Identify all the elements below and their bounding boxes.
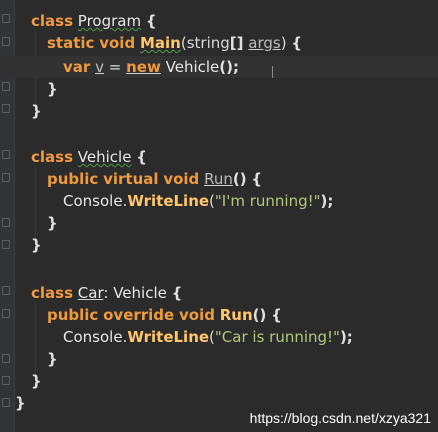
brace: } bbox=[47, 350, 58, 368]
brace: { bbox=[291, 34, 303, 52]
keyword: void bbox=[163, 170, 200, 188]
paren: (); bbox=[219, 58, 239, 76]
type-name: string bbox=[186, 34, 230, 52]
keyword: static bbox=[47, 34, 95, 52]
keyword: class bbox=[31, 12, 74, 30]
type-name: Vehicle bbox=[165, 58, 220, 76]
keyword: virtual bbox=[103, 170, 159, 188]
code-line[interactable]: } bbox=[0, 392, 438, 414]
fold-marker[interactable] bbox=[2, 354, 10, 363]
fold-marker[interactable] bbox=[2, 376, 10, 385]
watermark: https://blog.csdn.net/xzya321 bbox=[249, 410, 431, 426]
bracket: [] bbox=[229, 34, 244, 52]
indent-guide bbox=[35, 168, 36, 250]
paren: ) bbox=[280, 34, 287, 52]
code-line[interactable]: Console.WriteLine("I'm running!"); bbox=[0, 190, 438, 212]
fold-marker[interactable] bbox=[2, 150, 10, 159]
parameter-name: args bbox=[248, 34, 281, 52]
code-line[interactable]: class Car: Vehicle { bbox=[0, 282, 438, 304]
editor-gutter bbox=[0, 0, 15, 432]
code-line[interactable]: } bbox=[0, 234, 438, 256]
method-name: Main bbox=[139, 34, 181, 52]
fold-marker[interactable] bbox=[2, 398, 10, 407]
code-line[interactable]: static void Main(string[] args) { bbox=[0, 32, 438, 54]
keyword: public bbox=[47, 170, 99, 188]
code-line[interactable]: Console.WriteLine("Car is running!"); bbox=[0, 326, 438, 348]
brace: } bbox=[47, 214, 58, 232]
brace: } bbox=[31, 236, 42, 254]
fold-marker[interactable] bbox=[2, 37, 10, 46]
method-name: Run bbox=[204, 170, 233, 188]
brace: { bbox=[145, 12, 157, 30]
paren: ); bbox=[320, 192, 334, 210]
fold-marker[interactable] bbox=[2, 173, 10, 182]
code-line[interactable]: } bbox=[0, 78, 438, 100]
code-line[interactable]: } bbox=[0, 348, 438, 370]
paren: ( bbox=[209, 328, 215, 346]
operator: = bbox=[108, 58, 122, 76]
paren: () bbox=[252, 306, 267, 324]
method-name: Run bbox=[219, 306, 253, 324]
keyword: void bbox=[179, 306, 215, 324]
code-line[interactable]: public virtual void Run() { bbox=[0, 168, 438, 190]
class-name: Vehicle bbox=[77, 148, 132, 166]
keyword: override bbox=[103, 306, 175, 324]
code-line[interactable]: public override void Run() { bbox=[0, 304, 438, 326]
paren: ( bbox=[209, 192, 215, 210]
brace: } bbox=[31, 102, 42, 120]
paren: ); bbox=[339, 328, 353, 346]
fold-marker[interactable] bbox=[2, 82, 10, 91]
code-line-current[interactable]: var v = new Vehicle(); bbox=[0, 56, 438, 78]
keyword: class bbox=[31, 148, 74, 166]
brace: { bbox=[271, 306, 282, 324]
brace: { bbox=[136, 148, 147, 166]
variable-name: v bbox=[95, 58, 104, 76]
method-name: WriteLine bbox=[127, 192, 210, 210]
code-line[interactable]: class Program { bbox=[0, 10, 438, 32]
type-name: Console bbox=[63, 328, 123, 346]
dot: . bbox=[122, 328, 128, 346]
keyword: class bbox=[31, 284, 74, 302]
brace: { bbox=[251, 170, 263, 188]
dot: . bbox=[122, 192, 128, 210]
code-line[interactable]: } bbox=[0, 212, 438, 234]
brace: { bbox=[171, 284, 183, 302]
text-cursor-icon bbox=[272, 66, 273, 78]
code-line[interactable]: class Vehicle { bbox=[0, 146, 438, 168]
string-literal: "Car is running!" bbox=[214, 328, 340, 346]
string-literal: "I'm running!" bbox=[214, 192, 321, 210]
keyword: void bbox=[99, 34, 136, 52]
fold-marker[interactable] bbox=[2, 286, 10, 295]
base-class: : Vehicle bbox=[103, 284, 167, 302]
method-name: WriteLine bbox=[127, 328, 210, 346]
code-line[interactable]: } bbox=[0, 370, 438, 392]
fold-marker[interactable] bbox=[2, 240, 10, 249]
class-name: Car bbox=[77, 284, 104, 302]
type-name: Console bbox=[63, 192, 123, 210]
fold-marker[interactable] bbox=[2, 218, 10, 227]
keyword: public bbox=[47, 306, 99, 324]
fold-marker[interactable] bbox=[2, 309, 10, 318]
paren: ( bbox=[180, 34, 187, 52]
class-name: Program bbox=[77, 12, 142, 30]
paren: () bbox=[232, 170, 247, 188]
brace: } bbox=[47, 80, 58, 98]
indent-guide bbox=[35, 304, 36, 386]
code-line[interactable]: } bbox=[0, 100, 438, 122]
brace: } bbox=[31, 372, 42, 390]
fold-marker[interactable] bbox=[2, 104, 10, 113]
keyword: var bbox=[63, 58, 91, 76]
fold-marker[interactable] bbox=[2, 14, 10, 23]
keyword: new bbox=[126, 58, 161, 76]
brace: } bbox=[15, 394, 26, 412]
